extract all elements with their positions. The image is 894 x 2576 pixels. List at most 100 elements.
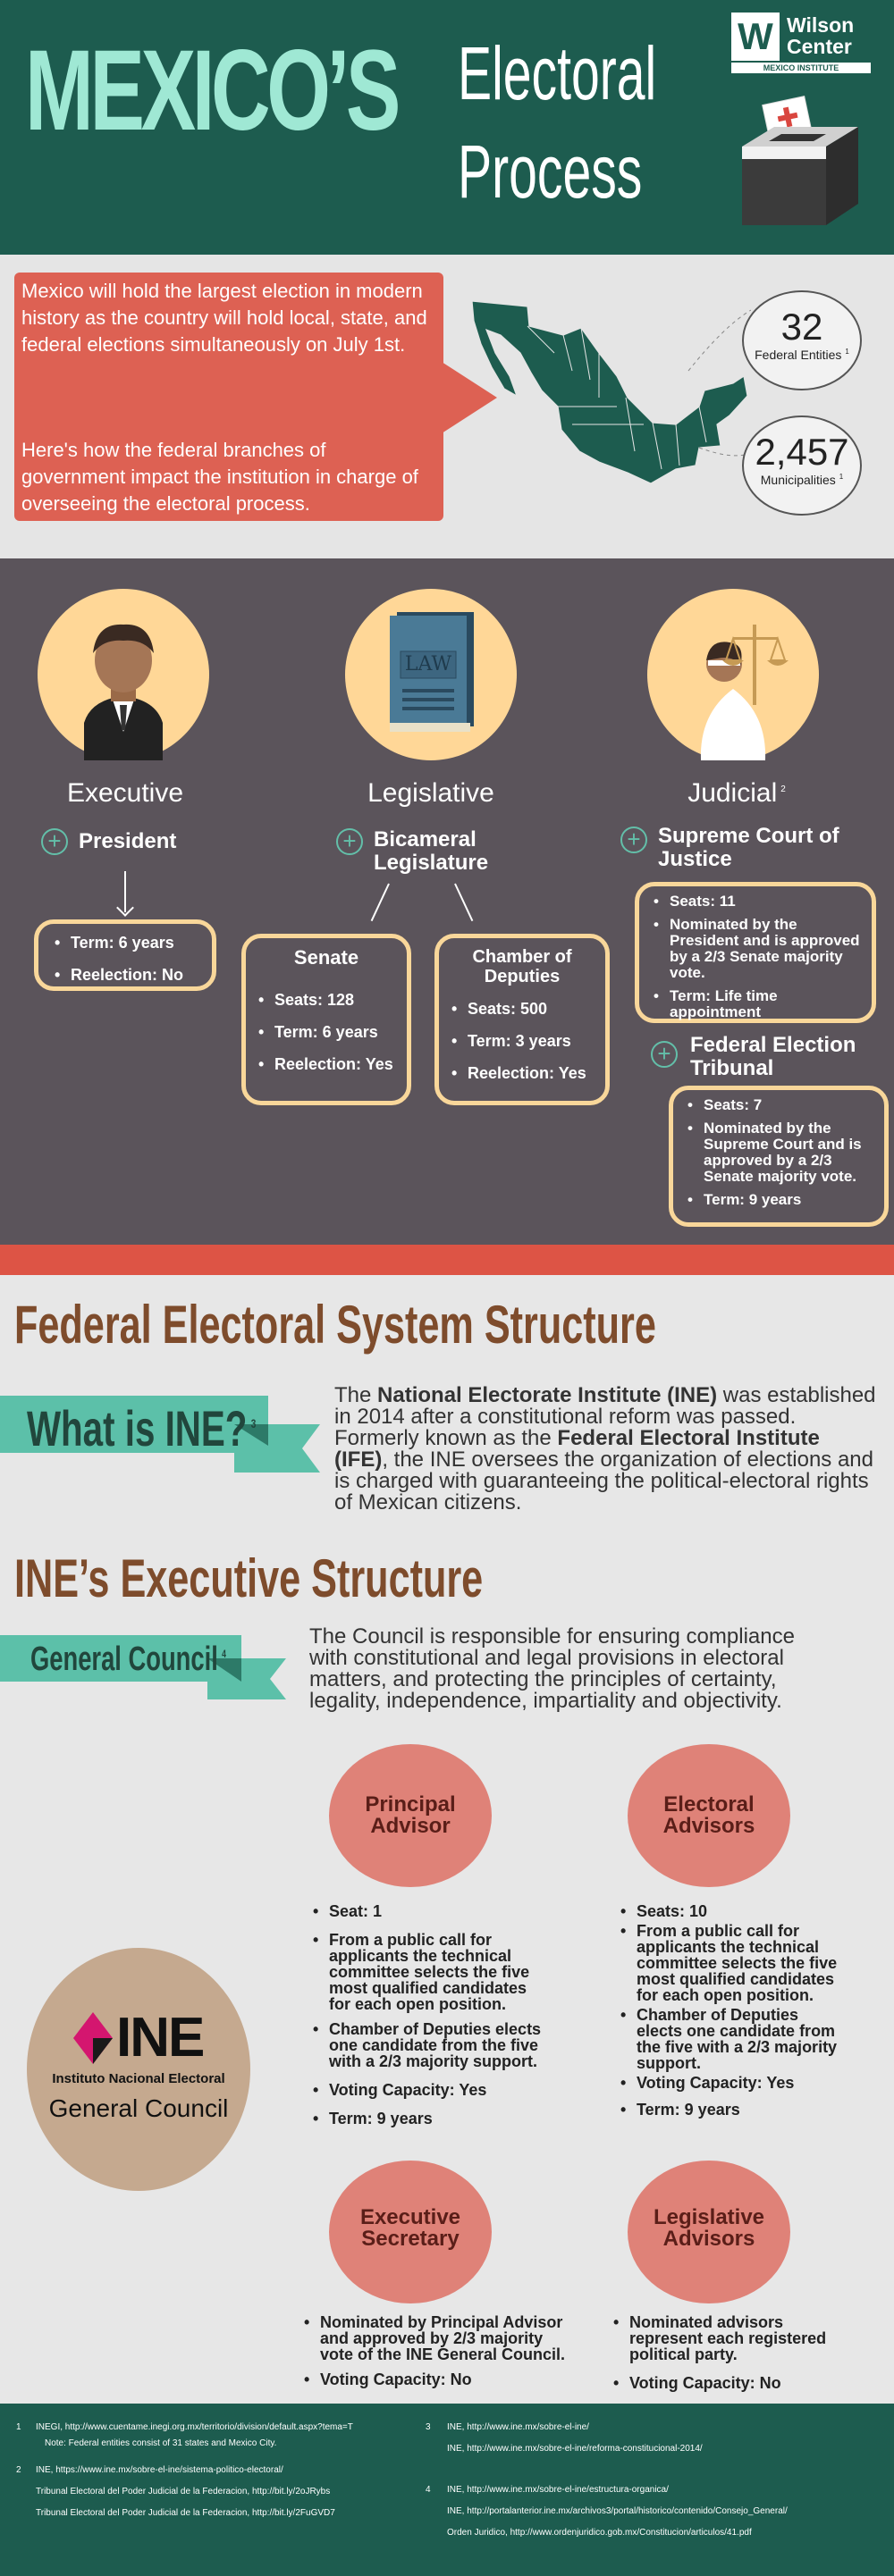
ife-name: Federal Electoral Institute (IFE) xyxy=(334,1426,820,1472)
footnote-line[interactable]: Orden Juridico, http://www.ordenjuridico… xyxy=(447,2528,752,2538)
footnote-line[interactable]: INE, https://www.ine.mx/sobre-el-ine/sis… xyxy=(36,2465,283,2475)
structure-section-title: INE’s Executive Structure xyxy=(14,1548,484,1608)
intro-section: Mexico will hold the largest election in… xyxy=(0,255,894,558)
tribunal-seats: Seats: 7 xyxy=(687,1097,877,1114)
footnote-number: 3 xyxy=(426,2422,431,2432)
role-item: Voting Capacity: No xyxy=(304,2371,572,2387)
ine-logo-label: General Council xyxy=(48,2094,229,2122)
what-is-ine-label: What is INE?3 xyxy=(27,1399,256,1457)
municipalities-value: 2,457 xyxy=(755,431,849,473)
title-mexico: MEXICO’S xyxy=(25,27,401,155)
wilson-center-logo[interactable]: W Wilson Center MEXICO INSTITUTE xyxy=(731,13,871,73)
footnote-line[interactable]: INEGI, http://www.cuentame.inegi.org.mx/… xyxy=(36,2422,353,2432)
chamber-seats: Seats: 500 xyxy=(451,999,605,1019)
role-item: Term: 9 years xyxy=(620,2102,844,2118)
footnote-ref: 4 xyxy=(222,1648,226,1661)
role-item: Chamber of Deputies elects one candidate… xyxy=(620,2007,844,2071)
footnote-3: INE, http://www.ine.mx/sobre-el-ine/ INE… xyxy=(447,2421,885,2455)
ine-logo-subtitle: Instituto Nacional Electoral xyxy=(52,2071,225,2086)
executive-reelection: Reelection: No xyxy=(55,965,212,985)
president-label: President xyxy=(79,829,177,853)
legislative-advisors-circle: Legislative Advisors xyxy=(628,2161,790,2303)
intro-paragraph-1: Mexico will hold the largest election in… xyxy=(21,280,427,356)
senate-reelection: Reelection: Yes xyxy=(258,1054,407,1074)
electoral-advisors-circle: Electoral Advisors xyxy=(628,1744,790,1887)
justice-statue-icon xyxy=(647,589,819,760)
footnote-line[interactable]: Tribunal Electoral del Poder Judicial de… xyxy=(36,2487,331,2496)
legislative-advisors-list: Nominated advisors represent each regist… xyxy=(613,2314,846,2400)
footnote-ref: 1 xyxy=(839,473,844,482)
ine-name: National Electorate Institute (INE) xyxy=(377,1383,718,1407)
ballot-box-icon xyxy=(742,96,858,225)
arrow-down-icon xyxy=(116,899,134,917)
supreme-court-seats: Seats: 11 xyxy=(654,894,863,910)
judicial-title-text: Judicial xyxy=(687,778,778,808)
role-item: Nominated by Principal Advisor and appro… xyxy=(304,2314,572,2362)
senate-seats: Seats: 128 xyxy=(258,990,407,1010)
role-item: From a public call for applicants the te… xyxy=(620,1923,844,2003)
footnote-ref: 1 xyxy=(845,348,849,357)
role-item: Voting Capacity: Yes xyxy=(620,2075,844,2091)
ine-text-post: , the INE oversees the organization of e… xyxy=(334,1447,873,1515)
title-electoral: Electoral xyxy=(458,31,657,115)
council-description: The Council is responsible for ensuring … xyxy=(309,1624,795,1713)
government-branches-section: Executive + President Term: 6 years Reel… xyxy=(0,558,894,1245)
plus-icon[interactable]: + xyxy=(336,828,363,855)
chamber-reelection: Reelection: Yes xyxy=(451,1063,605,1083)
executive-title: Executive xyxy=(66,778,184,808)
supreme-court-card: Seats: 11 Nominated by the President and… xyxy=(635,882,876,1023)
role-item: From a public call for applicants the te… xyxy=(313,1932,545,2012)
arrow-down-icon xyxy=(124,871,126,912)
footnote-4: INE, http://www.ine.mx/sobre-el-ine/estr… xyxy=(447,2484,885,2539)
law-book-label: LAW xyxy=(404,653,452,675)
chamber-title: Chamber of Deputies xyxy=(472,947,572,986)
tribunal-nomination: Nominated by the Supreme Court and is ap… xyxy=(687,1120,877,1185)
bicameral-label: Bicameral Legislature xyxy=(374,827,489,875)
footnote-number: 2 xyxy=(16,2465,21,2475)
intro-paragraph-2: Here's how the federal branches of gover… xyxy=(21,439,418,515)
role-item: Voting Capacity: Yes xyxy=(313,2082,545,2098)
footnote-line[interactable]: INE, http://www.ine.mx/sobre-el-ine/ xyxy=(447,2422,589,2432)
executive-secretary-circle: Executive Secretary xyxy=(329,2161,492,2303)
plus-icon[interactable]: + xyxy=(620,827,647,853)
logo-subtitle: MEXICO INSTITUTE xyxy=(731,63,871,73)
what-is-ine-ribbon xyxy=(0,1396,268,1453)
intro-callout: Mexico will hold the largest election in… xyxy=(14,273,443,521)
logo-name: Wilson Center xyxy=(787,14,854,57)
footnote-line[interactable]: INE, http://www.ine.mx/sobre-el-ine/estr… xyxy=(447,2485,669,2495)
senate-term: Term: 6 years xyxy=(258,1022,407,1042)
ine-description: The National Electorate Institute (INE) … xyxy=(334,1385,878,1514)
arrow-down-right-icon xyxy=(454,883,474,922)
role-item: Nominated advisors represent each regist… xyxy=(613,2314,846,2362)
role-item: Voting Capacity: No xyxy=(613,2375,846,2391)
president-avatar-icon xyxy=(38,589,209,760)
footnote-line[interactable]: INE, http://portalanterior.ine.mx/archiv… xyxy=(447,2506,788,2516)
arrow-down-left-icon xyxy=(370,883,390,922)
what-is-ine-text: What is INE? xyxy=(27,1400,248,1456)
general-council-ribbon xyxy=(0,1635,241,1682)
legislative-title: Legislative xyxy=(367,778,494,808)
footnote-line[interactable]: INE, http://www.ine.mx/sobre-el-ine/refo… xyxy=(447,2444,703,2454)
federal-section-title: Federal Electoral System Structure xyxy=(14,1295,656,1355)
chamber-card: Chamber of Deputies Seats: 500 Term: 3 y… xyxy=(434,934,610,1105)
executive-term: Term: 6 years xyxy=(55,933,212,952)
ine-text-mid: was established in 2014 after a constitu… xyxy=(334,1383,876,1450)
principal-advisor-circle: Principal Advisor xyxy=(329,1744,492,1887)
ribbon-tail-icon xyxy=(234,1424,320,1473)
footnotes: 1 INEGI, http://www.cuentame.inegi.org.m… xyxy=(0,2404,894,2576)
plus-icon[interactable]: + xyxy=(41,828,68,855)
plus-icon[interactable]: + xyxy=(651,1041,678,1068)
chamber-term: Term: 3 years xyxy=(451,1031,605,1051)
federal-entities-label-text: Federal Entities xyxy=(755,348,842,362)
footnote-line[interactable]: Tribunal Electoral del Poder Judicial de… xyxy=(36,2508,335,2518)
law-book-icon: LAW xyxy=(345,589,517,760)
role-item: Seats: 10 xyxy=(620,1903,844,1919)
header-banner: MEXICO’S Electoral Process W Wilson Cent… xyxy=(0,0,894,255)
executive-secretary-list: Nominated by Principal Advisor and appro… xyxy=(304,2314,572,2396)
principal-advisor-list: Seat: 1 From a public call for applicant… xyxy=(313,1903,545,2135)
municipalities-label-text: Municipalities xyxy=(760,473,836,487)
ine-logo: INE Instituto Nacional Electoral General… xyxy=(27,1948,250,2191)
